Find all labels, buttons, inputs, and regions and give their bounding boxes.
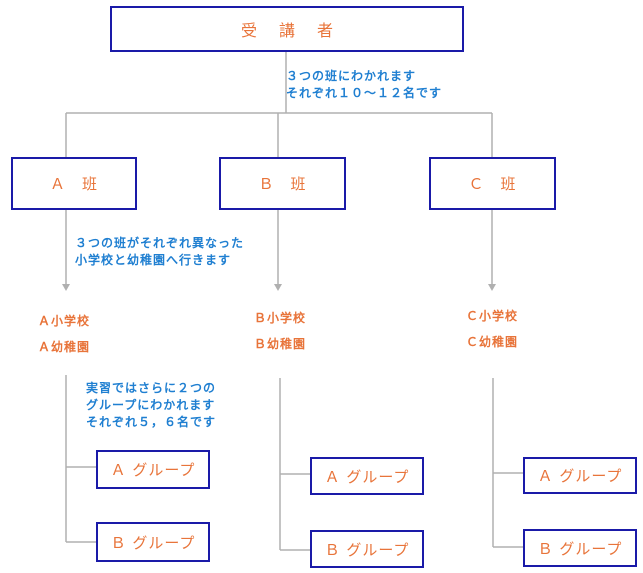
team-c-group-b: Ｂ グループ xyxy=(523,529,637,567)
team-b-kindergarten: Ｂ幼稚園 xyxy=(254,337,307,351)
participants-box: 受講者 xyxy=(110,6,464,52)
groups-note: 実習ではさらに２つの グループにわかれます それぞれ５，６名です xyxy=(86,381,217,429)
team-a-group-b: Ｂ グループ xyxy=(96,522,210,562)
arrow-head xyxy=(488,284,496,291)
team-c-kindergarten: Ｃ幼稚園 xyxy=(466,335,519,349)
team-c-box: Ｃ 班 xyxy=(429,157,556,210)
arrow-head xyxy=(274,284,282,291)
arrow-head xyxy=(62,284,70,291)
team-a-group-a: Ａ グループ xyxy=(96,450,210,489)
team-b-box: Ｂ 班 xyxy=(219,157,346,210)
split-note: ３つの班にわかれます それぞれ１０～１２名です xyxy=(286,69,443,100)
team-c-school: Ｃ小学校 xyxy=(466,309,519,323)
team-b-group-a: Ａ グループ xyxy=(310,457,424,495)
team-b-group-b: Ｂ グループ xyxy=(310,530,424,568)
team-b-school: Ｂ小学校 xyxy=(254,311,307,325)
team-a-school: Ａ小学校 xyxy=(38,314,91,328)
schools-note: ３つの班がそれぞれ異なった 小学校と幼稚園へ行きます xyxy=(75,236,245,267)
team-a-kindergarten: Ａ幼稚園 xyxy=(38,340,91,354)
team-a-box: Ａ 班 xyxy=(11,157,137,210)
team-c-group-a: Ａ グループ xyxy=(523,457,637,494)
